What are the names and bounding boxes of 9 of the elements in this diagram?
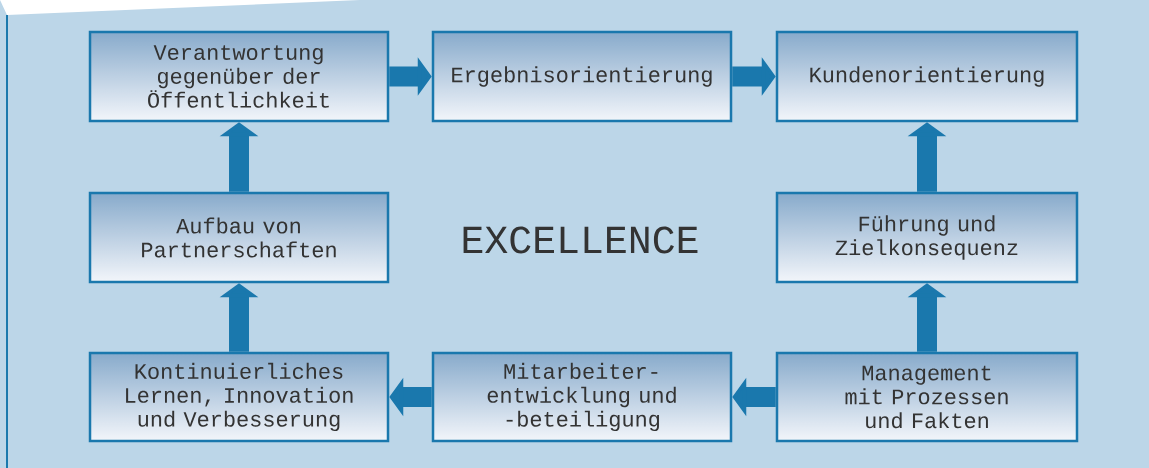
process-box: Kontinuierliches Lernen, Innovation und Verbesserung	[88, 351, 390, 443]
process-box: Management mit Prozessen und Fakten	[775, 351, 1079, 443]
process-box: Mitarbeiter- entwicklung und -beteiligung	[431, 351, 733, 443]
process-box: Kundenorientierung	[775, 30, 1079, 123]
process-box: Verantwortung gegenüber der Öffentlichkeit	[88, 30, 390, 123]
process-box: Führung und Zielkonsequenz	[775, 191, 1079, 284]
center-title: EXCELLENCE	[463, 226, 698, 254]
process-box: Aufbau von Partnerschaften	[88, 191, 390, 284]
process-box: Ergebnisorientierung	[431, 30, 733, 123]
